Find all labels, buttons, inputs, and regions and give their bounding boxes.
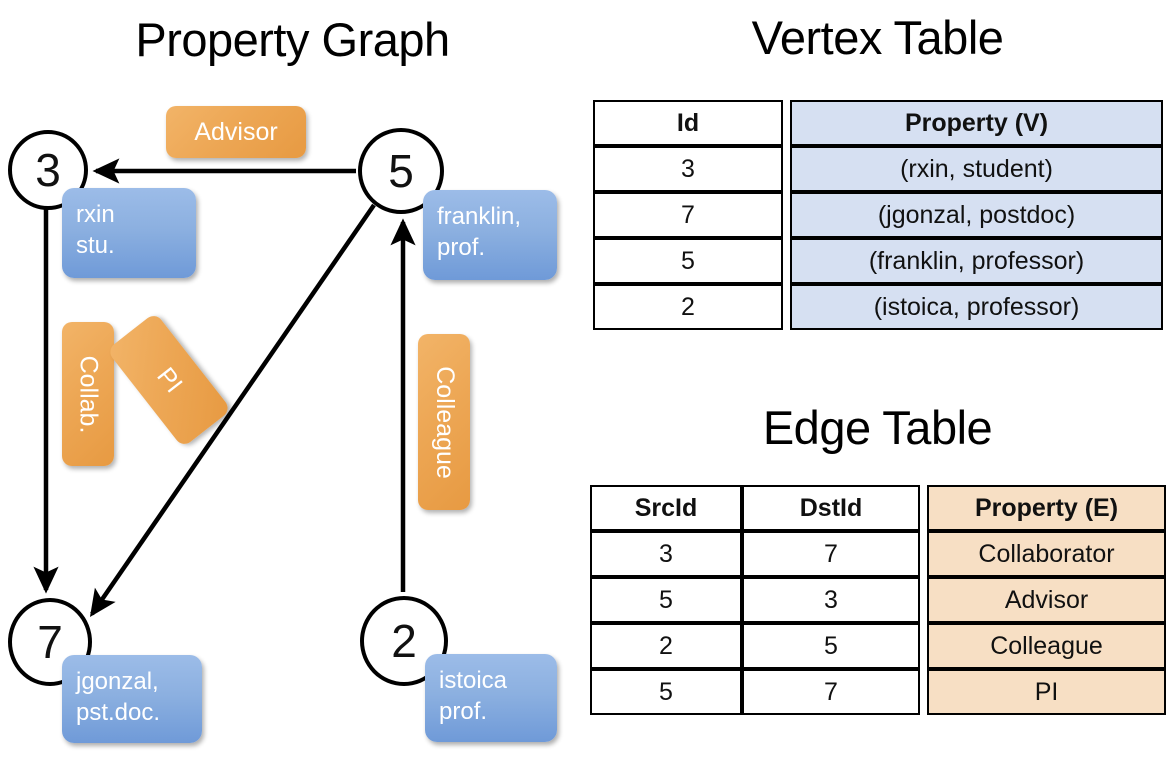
table-row[interactable]: 3 (rxin, student) bbox=[593, 146, 1163, 192]
edge-table: SrcId DstId Property (E) 3 7 Collaborato… bbox=[590, 485, 1166, 715]
edge-table-header-row: SrcId DstId Property (E) bbox=[590, 485, 1166, 531]
edge-cell-srcid: 3 bbox=[590, 531, 742, 577]
edge-cell-dstid: 7 bbox=[742, 669, 920, 715]
column-gap bbox=[783, 146, 790, 192]
property-graph-panel: Property Graph 3 5 7 2 rxin stu. frankli… bbox=[8, 13, 557, 743]
node-property-box-2: istoica prof. bbox=[425, 654, 557, 742]
vertex-cell-id: 7 bbox=[593, 192, 783, 238]
edge-label-pi-text: PI bbox=[151, 361, 188, 398]
column-gap bbox=[783, 238, 790, 284]
graph-node-7-label: 7 bbox=[37, 616, 63, 668]
vertex-table-col-property: Property (V) bbox=[790, 100, 1163, 146]
column-gap bbox=[920, 531, 927, 577]
vertex-table-col-id: Id bbox=[593, 100, 783, 146]
node-property-box-3: rxin stu. bbox=[62, 188, 196, 278]
page-title-edge-table: Edge Table bbox=[762, 401, 993, 454]
column-gap bbox=[920, 623, 927, 669]
vertex-table: Id Property (V) 3 (rxin, student) 7 (jgo… bbox=[593, 100, 1163, 330]
tables-panel: Vertex Table Id Property (V) 3 (rxin, st… bbox=[585, 0, 1170, 760]
vertex-cell-id: 5 bbox=[593, 238, 783, 284]
vertex-table-header-row: Id Property (V) bbox=[593, 100, 1163, 146]
table-row[interactable]: 2 5 Colleague bbox=[590, 623, 1166, 669]
vertex-cell-property: (rxin, student) bbox=[790, 146, 1163, 192]
table-row[interactable]: 2 (istoica, professor) bbox=[593, 284, 1163, 330]
edge-label-collab: Collab. bbox=[62, 322, 114, 466]
edge-cell-property: Advisor bbox=[927, 577, 1166, 623]
column-gap bbox=[920, 669, 927, 715]
edge-table-col-srcid: SrcId bbox=[590, 485, 742, 531]
column-gap bbox=[783, 192, 790, 238]
edge-label-advisor: Advisor bbox=[166, 106, 306, 158]
table-row[interactable]: 5 7 PI bbox=[590, 669, 1166, 715]
edge-label-colleague-text: Colleague bbox=[430, 365, 459, 479]
edge-cell-property: Colleague bbox=[927, 623, 1166, 669]
edge-cell-srcid: 2 bbox=[590, 623, 742, 669]
vertex-cell-property: (franklin, professor) bbox=[790, 238, 1163, 284]
graph-node-3-label: 3 bbox=[35, 144, 61, 196]
node-property-box-7: jgonzal, pst.doc. bbox=[62, 655, 202, 743]
column-gap bbox=[783, 100, 790, 146]
table-row[interactable]: 7 (jgonzal, postdoc) bbox=[593, 192, 1163, 238]
vertex-cell-property: (istoica, professor) bbox=[790, 284, 1163, 330]
edge-5-to-7 bbox=[89, 203, 376, 617]
graph-node-5[interactable]: 5 bbox=[358, 128, 444, 214]
vertex-cell-id: 2 bbox=[593, 284, 783, 330]
column-gap bbox=[920, 577, 927, 623]
edge-cell-dstid: 7 bbox=[742, 531, 920, 577]
vertex-cell-property: (jgonzal, postdoc) bbox=[790, 192, 1163, 238]
edge-label-collab-text: Collab. bbox=[74, 355, 103, 433]
edge-label-colleague: Colleague bbox=[418, 334, 470, 510]
edge-cell-srcid: 5 bbox=[590, 669, 742, 715]
edge-table-col-dstid: DstId bbox=[742, 485, 920, 531]
table-row[interactable]: 5 (franklin, professor) bbox=[593, 238, 1163, 284]
graph-node-5-label: 5 bbox=[388, 145, 414, 197]
edge-cell-dstid: 3 bbox=[742, 577, 920, 623]
page-title-vertex-table: Vertex Table bbox=[751, 11, 1004, 64]
node-property-box-5: franklin, prof. bbox=[423, 190, 557, 280]
column-gap bbox=[920, 485, 927, 531]
edge-table-col-property: Property (E) bbox=[927, 485, 1166, 531]
edge-label-advisor-text: Advisor bbox=[194, 117, 278, 146]
page-title-property-graph: Property Graph bbox=[135, 13, 450, 66]
edge-cell-property: Collaborator bbox=[927, 531, 1166, 577]
column-gap bbox=[783, 284, 790, 330]
table-row[interactable]: 5 3 Advisor bbox=[590, 577, 1166, 623]
vertex-cell-id: 3 bbox=[593, 146, 783, 192]
graph-node-2[interactable]: 2 bbox=[360, 596, 448, 686]
graph-node-2-label: 2 bbox=[391, 615, 417, 667]
edge-cell-property: PI bbox=[927, 669, 1166, 715]
graph-edges-canvas bbox=[33, 158, 416, 617]
edge-cell-dstid: 5 bbox=[742, 623, 920, 669]
table-row[interactable]: 3 7 Collaborator bbox=[590, 531, 1166, 577]
edge-cell-srcid: 5 bbox=[590, 577, 742, 623]
